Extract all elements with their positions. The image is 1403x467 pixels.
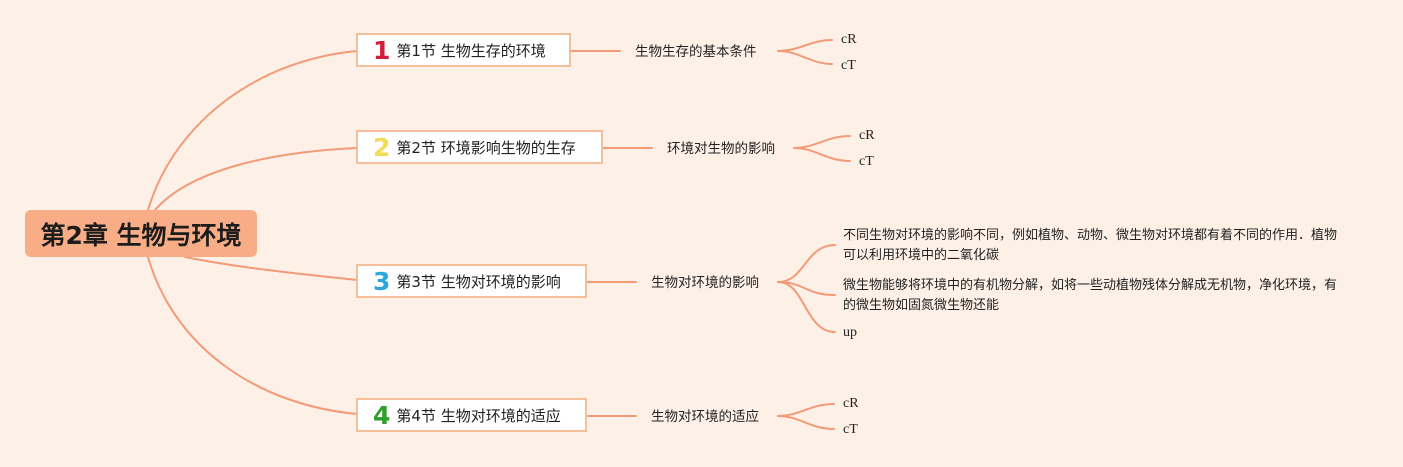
connector-topic-4-leaf-1 (777, 403, 835, 417)
section-number-1: 1 (373, 35, 391, 65)
leaf-3-2[interactable]: 微生物能够将环境中的有机物分解，如将一些动植物残体分解成无机物，净化环境，有的微… (843, 278, 1338, 313)
section-title-1: 第1节 生物生存的环境 (396, 41, 546, 60)
section-number-4: 4 (373, 400, 391, 430)
root-title: 第2章 生物与环境 (40, 220, 242, 250)
leaf-2-2[interactable]: cT (859, 154, 874, 169)
topic-node-3[interactable]: 生物对环境的影响 (651, 275, 759, 291)
connector-topic-2-leaf-1 (793, 135, 851, 149)
connector-topic-4-leaf-2 (777, 415, 835, 430)
leaf-3-3[interactable]: up (843, 325, 857, 340)
section-node-3[interactable]: 3 第3节 生物对环境的影响 (356, 264, 587, 298)
section-title-2: 第2节 环境影响生物的生存 (396, 138, 576, 157)
leaf-4-2[interactable]: cT (843, 422, 858, 437)
section-title-3: 第3节 生物对环境的影响 (396, 272, 561, 291)
leaf-4-1[interactable]: cR (843, 396, 859, 411)
section-number-2: 2 (373, 132, 391, 162)
root-node[interactable]: 第2章 生物与环境 (25, 210, 257, 257)
connector-root-section-2 (154, 147, 358, 211)
leaf-3-1[interactable]: 不同生物对环境的影响不同，例如植物、动物、微生物对环境都有着不同的作用．植物可以… (843, 228, 1338, 263)
connector-topic-3-leaf-1 (777, 244, 836, 283)
topic-node-4[interactable]: 生物对环境的适应 (651, 409, 759, 425)
connector-root-section-1 (147, 50, 358, 211)
section-node-2[interactable]: 2 第2节 环境影响生物的生存 (356, 130, 603, 164)
connector-topic-1-leaf-1 (777, 39, 833, 52)
leaf-1-2[interactable]: cT (841, 58, 856, 73)
section-node-1[interactable]: 1 第1节 生物生存的环境 (356, 33, 571, 67)
connector-topic-3-leaf-3 (777, 281, 836, 333)
section-node-4[interactable]: 4 第4节 生物对环境的适应 (356, 398, 587, 432)
leaf-2-1[interactable]: cR (859, 128, 875, 143)
connector-root-section-4 (147, 256, 358, 415)
leaf-1-1[interactable]: cR (841, 32, 857, 47)
connector-root-section-3 (184, 256, 358, 281)
section-title-4: 第4节 生物对环境的适应 (396, 406, 561, 425)
topic-node-2[interactable]: 环境对生物的影响 (667, 141, 775, 157)
section-number-3: 3 (373, 266, 391, 296)
connector-topic-1-leaf-2 (777, 50, 833, 65)
topic-node-1[interactable]: 生物生存的基本条件 (635, 44, 757, 60)
connector-topic-2-leaf-2 (793, 147, 851, 162)
